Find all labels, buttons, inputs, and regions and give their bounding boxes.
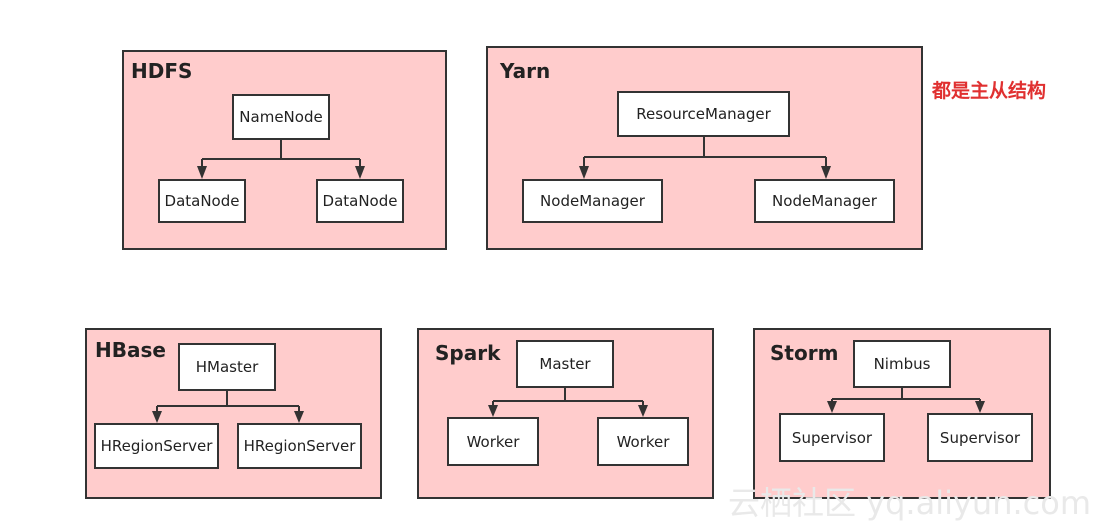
hbase-connector: [156, 391, 300, 412]
hdfs-connector: [201, 140, 361, 167]
spark-arrow-1: [488, 405, 498, 417]
storm-arrow-1: [827, 401, 837, 413]
spark-master-node: Master: [516, 340, 614, 388]
storm-arrow-2: [975, 401, 985, 413]
note-master-slave: 都是主从结构: [932, 80, 1047, 102]
yarn-arrow-2: [821, 166, 831, 179]
hdfs-arrow-2: [355, 166, 365, 179]
spark-title: Spark: [435, 341, 501, 365]
spark-connector: [492, 388, 644, 406]
yarn-title: Yarn: [500, 59, 551, 83]
storm-worker-node-2: Supervisor: [927, 413, 1033, 462]
spark-worker-node-2: Worker: [597, 417, 689, 466]
hdfs-title: HDFS: [131, 59, 193, 83]
hbase-master-node: HMaster: [178, 343, 276, 391]
hbase-worker-node-1: HRegionServer: [94, 423, 219, 469]
spark-arrow-2: [638, 405, 648, 417]
hbase-worker-node-2: HRegionServer: [237, 423, 362, 469]
hbase-arrow-2: [294, 411, 304, 423]
yarn-arrow-1: [579, 166, 589, 179]
hbase-arrow-1: [152, 411, 162, 423]
hdfs-master-node: NameNode: [232, 94, 330, 140]
yarn-connector: [583, 137, 827, 167]
storm-connector: [831, 388, 981, 402]
hdfs-arrow-1: [197, 166, 207, 179]
yarn-worker-node-1: NodeManager: [522, 179, 663, 223]
storm-worker-node-1: Supervisor: [779, 413, 885, 462]
spark-worker-node-1: Worker: [447, 417, 539, 466]
storm-master-node: Nimbus: [853, 340, 951, 388]
watermark: 云栖社区 yq.aliyun.com: [728, 484, 1092, 522]
yarn-master-node: ResourceManager: [617, 91, 790, 137]
hbase-title: HBase: [95, 338, 166, 362]
storm-title: Storm: [770, 341, 839, 365]
yarn-worker-node-2: NodeManager: [754, 179, 895, 223]
hdfs-worker-node-1: DataNode: [158, 179, 246, 223]
hdfs-worker-node-2: DataNode: [316, 179, 404, 223]
